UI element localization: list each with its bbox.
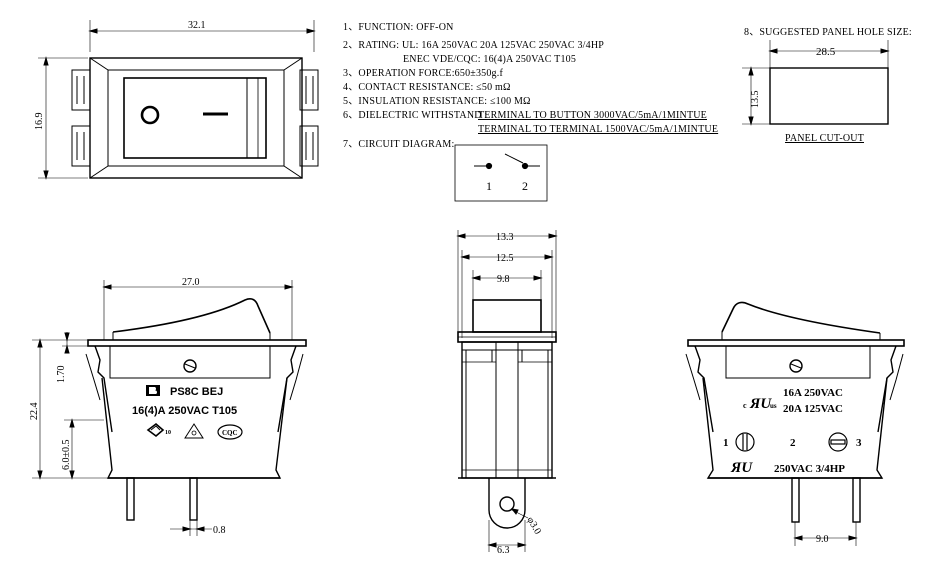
front-lower-dim: 6.0±0.5 xyxy=(61,440,72,471)
side-hole-dim: φ3.0 xyxy=(524,515,543,536)
side-width-button-dim: 9.8 xyxy=(497,274,510,285)
terminal-pin-3-icon xyxy=(828,432,848,452)
spec-circuit-label: 7、CIRCUIT DIAGRAM: xyxy=(343,139,455,150)
vde-mark-number: 10 xyxy=(165,430,171,436)
panel-height-dim: 13.5 xyxy=(750,91,761,109)
off-symbol-icon xyxy=(140,105,160,125)
front-view: 27.0 PS8C BEJ 16(4)A 250VAC T105 xyxy=(29,277,307,536)
panel-hole-title: 8、SUGGESTED PANEL HOLE SIZE: xyxy=(744,27,912,38)
top-height-dim: 16.9 xyxy=(34,113,45,131)
panel-width-dim: 28.5 xyxy=(816,46,836,58)
spec-dielectric-terminal: TERMINAL TO TERMINAL 1500VAC/5mA/1MINTUE xyxy=(478,124,719,135)
spec-rating-enec: ENEC VDE/CQC: 16(4)A 250VAC T105 xyxy=(403,54,577,65)
spec-dielectric-button: TERMINAL TO BUTTON 3000VAC/5mA/1MINTUE xyxy=(478,110,707,121)
svg-text:ЯU: ЯU xyxy=(749,396,772,412)
ul-c-text: c xyxy=(743,401,747,410)
back-pin-1: 1 xyxy=(723,437,729,449)
spec-insulation-resistance: 5、INSULATION RESISTANCE: ≤100 MΩ xyxy=(343,96,531,107)
spec-dielectric-label: 6、DIELECTRIC WITHSTAND : xyxy=(343,110,488,121)
top-view: 32.1 16.9 xyxy=(34,20,319,180)
brand-logo-icon xyxy=(146,385,160,396)
circuit-diagram: 1 2 xyxy=(454,144,548,202)
cqc-mark-icon: CQC xyxy=(217,424,243,440)
circuit-pin-2: 2 xyxy=(522,179,528,193)
front-brand-text: PS8C BEJ xyxy=(170,386,223,398)
circuit-pin-1: 1 xyxy=(486,179,492,193)
side-view: 13.3 12.5 9.8 φ3.0 xyxy=(456,230,558,556)
front-width-dim: 27.0 xyxy=(182,277,200,288)
vde-mark-icon: 10 xyxy=(146,422,171,438)
ul-mark-icon: ЯU xyxy=(730,460,753,476)
side-terminal-dim: 6.3 xyxy=(497,545,510,556)
ul-us-text: us xyxy=(770,402,777,410)
ul-recognized-icon: c ЯU us xyxy=(743,396,777,412)
terminal-pin-1-icon xyxy=(735,432,755,452)
back-rating-3: 250VAC 3/4HP xyxy=(774,463,845,475)
spec-contact-resistance: 4、CONTACT RESISTANCE: ≤50 mΩ xyxy=(343,82,511,93)
back-rating-1: 16A 250VAC xyxy=(783,387,843,399)
side-width-mid-dim: 12.5 xyxy=(496,253,514,264)
back-view: c ЯU us 16A 250VAC 20A 125VAC 1 2 3 ЯU 2… xyxy=(685,301,905,546)
spec-operation-force: 3、OPERATION FORCE:650±350g.f xyxy=(343,68,503,79)
svg-text:ЯU: ЯU xyxy=(730,460,753,476)
front-rating-text: 16(4)A 250VAC T105 xyxy=(132,405,237,417)
cqc-mark-text: CQC xyxy=(222,429,238,437)
panel-cutout-caption: PANEL CUT-OUT xyxy=(785,133,864,144)
back-terminal-span-dim: 9.0 xyxy=(816,534,829,545)
spec-rating-ul: 2、RATING: UL: 16A 250VAC 20A 125VAC 250V… xyxy=(343,40,605,51)
spec-function: 1、FUNCTION: OFF-ON xyxy=(343,22,454,33)
side-width-outer-dim: 13.3 xyxy=(496,232,514,243)
enec-mark-icon xyxy=(184,423,204,439)
back-pin-2: 2 xyxy=(790,437,796,449)
front-terminal-dim: 0.8 xyxy=(213,525,226,536)
front-flange-dim: 1.70 xyxy=(56,366,67,384)
panel-cutout: 28.5 13.5 xyxy=(742,40,890,126)
top-width-dim: 32.1 xyxy=(188,20,206,31)
back-rating-2: 20A 125VAC xyxy=(783,403,843,415)
front-height-total-dim: 22.4 xyxy=(29,403,40,421)
back-pin-3: 3 xyxy=(856,437,862,449)
